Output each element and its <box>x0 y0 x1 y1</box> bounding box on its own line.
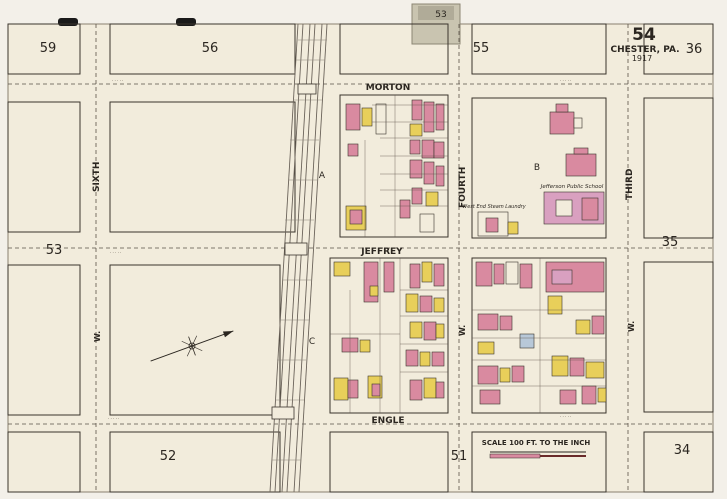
sheet-number: 54 <box>632 25 656 45</box>
adjacent-sheet-36: 36 <box>686 42 703 57</box>
adjacent-sheet-55: 55 <box>473 41 490 56</box>
railroad-ties <box>272 39 327 461</box>
rail-crossing-morton <box>297 83 317 95</box>
block-letter-c: C <box>309 337 315 347</box>
street-sixth: SIXTH <box>92 162 102 192</box>
adjacent-sheet-52: 52 <box>160 449 177 464</box>
adjacent-sheet-53: 53 <box>46 243 63 258</box>
street-w-sixth: W. <box>93 331 102 342</box>
block-outlines <box>7 23 714 493</box>
sheet-year: 1917 <box>632 54 652 63</box>
street-centerlines <box>8 24 713 492</box>
block-letter-b: B <box>534 163 540 173</box>
rail-crossing-jeffrey <box>284 242 308 256</box>
adjacent-sheet-51: 51 <box>451 449 468 464</box>
north-arrow-icon <box>150 330 234 362</box>
block-letter-a: A <box>319 171 326 181</box>
street-third: THIRD <box>625 169 635 200</box>
street-morton: MORTON <box>366 83 410 93</box>
binding-tab-right <box>176 18 196 26</box>
street-w-fourth: W. <box>458 325 467 336</box>
label-school: Jefferson Public School <box>540 184 604 190</box>
paste-label-inner <box>418 6 454 20</box>
scale-label: SCALE 100 FT. TO THE INCH <box>482 439 591 447</box>
block-d-buildings <box>475 261 607 405</box>
street-jeffrey: JEFFREY <box>360 247 403 257</box>
svg-text:· · · · ·: · · · · · <box>560 414 571 419</box>
street-w-third: W. <box>627 321 636 332</box>
dimension-marks: · · · · · · · · · · · · · · · · · · · · … <box>108 78 571 421</box>
label-laundry: West End Steam Laundry <box>462 204 526 210</box>
paste-label-number: 53 <box>435 10 446 20</box>
svg-text:· · · · ·: · · · · · <box>108 416 119 421</box>
block-a-buildings <box>345 99 445 233</box>
adjacent-sheet-59: 59 <box>40 41 57 56</box>
sheet-city: CHESTER, PA. <box>610 45 679 55</box>
lot-lines-block-a <box>364 95 448 237</box>
lot-lines-block-c <box>330 258 448 413</box>
svg-text:· · · · ·: · · · · · <box>110 250 121 255</box>
adjacent-sheet-34: 34 <box>674 443 691 458</box>
block-b-buildings <box>477 103 605 237</box>
scale-bar: SCALE 100 FT. TO THE INCH <box>482 439 591 459</box>
rail-crossing-engle <box>271 406 295 420</box>
street-fourth: FOURTH <box>458 167 468 208</box>
svg-text:· · · · ·: · · · · · <box>560 78 571 83</box>
street-engle: ENGLE <box>372 416 405 426</box>
adjacent-sheet-35: 35 <box>662 235 679 250</box>
svg-text:· · · · ·: · · · · · <box>112 78 123 83</box>
binding-tab-left <box>58 18 78 26</box>
adjacent-sheet-56: 56 <box>202 41 219 56</box>
lot-lines-block-d <box>472 258 606 413</box>
block-c-buildings <box>333 261 445 401</box>
